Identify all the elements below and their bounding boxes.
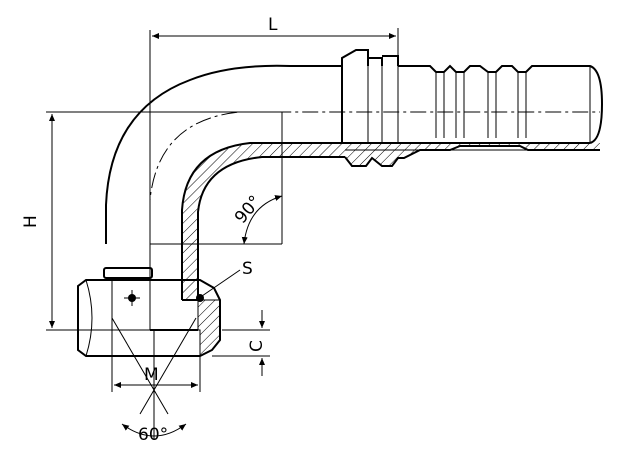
label-C: C <box>247 340 267 352</box>
dimension-angle-60: 60° <box>111 317 197 445</box>
swivel-nut <box>77 267 221 357</box>
label-S: S <box>242 259 253 279</box>
dimension-C: C <box>212 310 270 376</box>
label-H: H <box>21 215 41 228</box>
label-cone-angle: 60° <box>138 425 168 445</box>
dimension-angle-90: 90° <box>150 112 283 245</box>
dimension-H: H <box>21 111 282 331</box>
label-M: M <box>144 365 159 385</box>
elbow-body <box>105 64 600 300</box>
hose-tail <box>341 49 604 167</box>
dimension-L: L <box>149 15 399 300</box>
label-L: L <box>268 15 278 35</box>
dimension-S: S <box>201 259 253 297</box>
label-bend-angle: 90° <box>231 192 266 228</box>
